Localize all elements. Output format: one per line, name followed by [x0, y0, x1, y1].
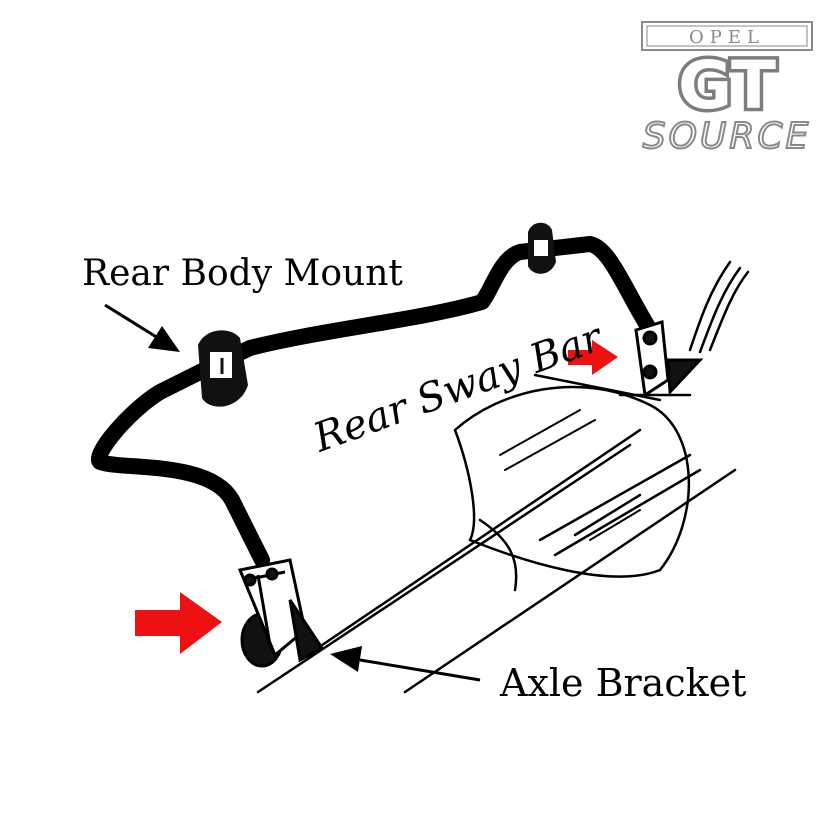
rear-sway-bar [91, 236, 658, 568]
axle-bracket-right [634, 320, 704, 398]
body-mount-pointer-arrow [104, 303, 180, 352]
logo-source-text: SOURCE [643, 116, 811, 157]
opel-gt-source-logo: OPEL GT SOURCE [641, 21, 813, 158]
axle-housing-drawing [256, 260, 750, 694]
red-highlight-arrow-right [568, 340, 618, 375]
logo-opel-text: OPEL [689, 27, 765, 48]
rear-body-mount-left [198, 330, 248, 407]
red-highlight-arrow-left [135, 592, 222, 654]
axle-bracket-left [237, 558, 325, 668]
logo-gt-text: GT [678, 47, 776, 124]
axle-bracket-pointer-arrow [330, 646, 481, 682]
label-rear-body-mount: Rear Body Mount [82, 253, 403, 294]
label-axle-bracket: Axle Bracket [499, 661, 746, 705]
rear-body-mount-right [528, 222, 556, 274]
